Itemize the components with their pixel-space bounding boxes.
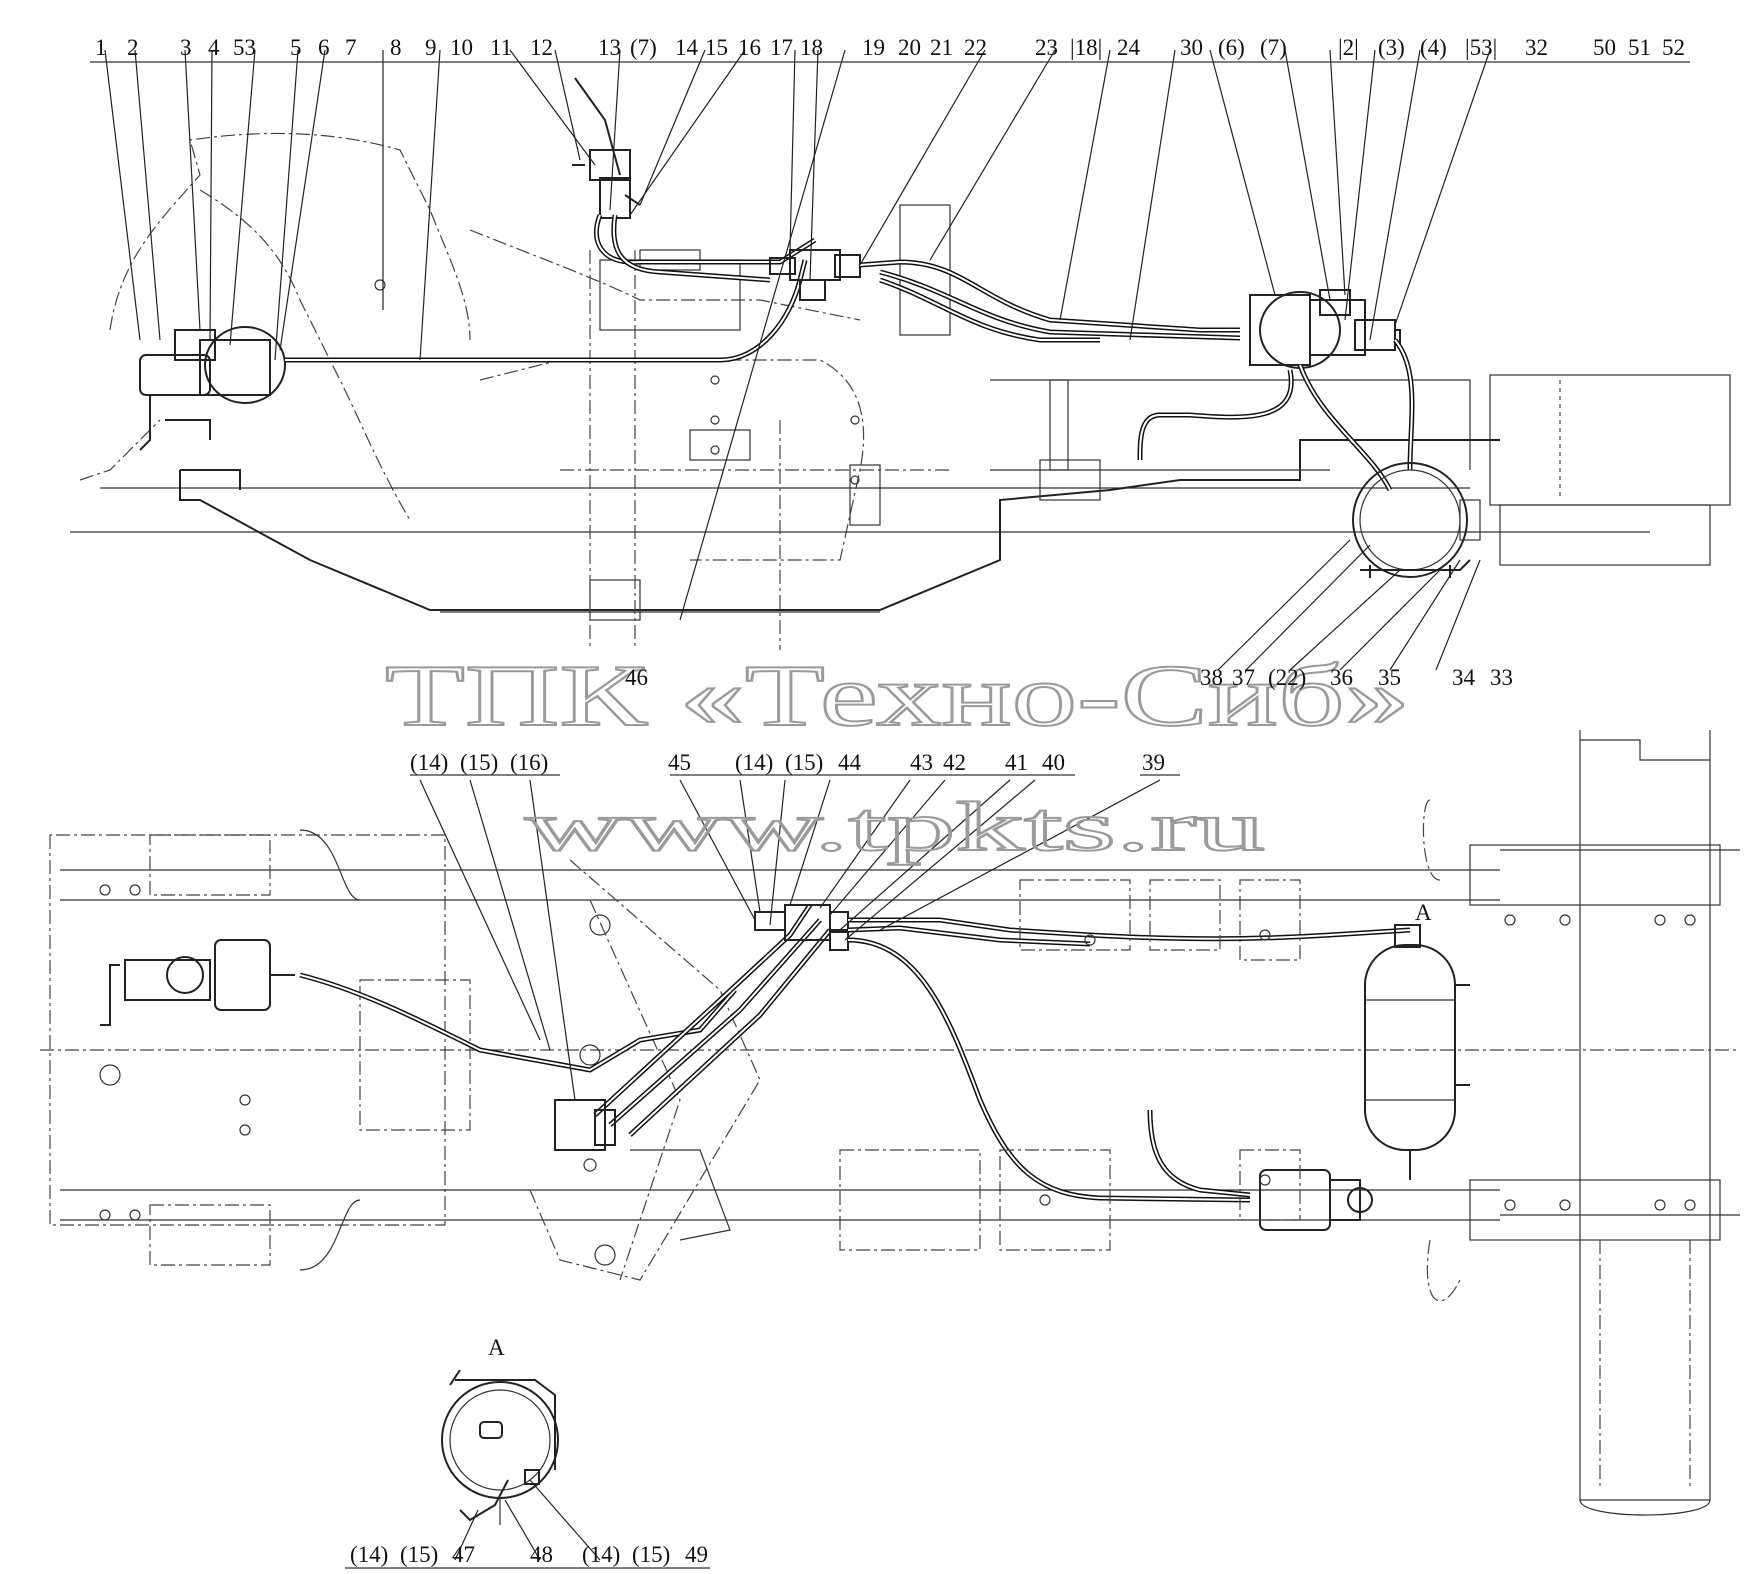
- callout-label: 18: [800, 35, 823, 60]
- callout-label: 44: [838, 750, 862, 775]
- callout-label: (15): [785, 750, 823, 775]
- callout-label: 8: [390, 35, 402, 60]
- callout-label: 13: [598, 35, 621, 60]
- callout-label: 12: [530, 35, 553, 60]
- callout-label: (7): [630, 35, 657, 60]
- view-a-tank-label: A: [1415, 900, 1432, 925]
- callout-label: (3): [1378, 35, 1405, 60]
- callout-label: 34: [1452, 665, 1476, 690]
- plan-view-leaders: [410, 774, 1180, 1101]
- callout-label: 37: [1232, 665, 1255, 690]
- view-a-title: A: [488, 1335, 505, 1360]
- callout-label: 49: [685, 1542, 708, 1567]
- callout-label: 9: [425, 35, 437, 60]
- view-a-detail: [345, 1369, 710, 1569]
- booster-plan-right: [1259, 1169, 1373, 1231]
- callout-label: 47: [452, 1542, 475, 1567]
- callout-label: 15: [705, 35, 728, 60]
- callout-label: 32: [1525, 35, 1548, 60]
- booster-plan-left: [100, 939, 295, 1026]
- callout-label: 20: [898, 35, 921, 60]
- plan-view: [40, 730, 1740, 1516]
- callout-label: 51: [1628, 35, 1651, 60]
- callout-label: |53|: [1465, 35, 1497, 60]
- callout-label: 40: [1042, 750, 1065, 775]
- callout-label: 39: [1142, 750, 1165, 775]
- brake-booster-left: [139, 326, 286, 451]
- callout-label: 46: [625, 665, 648, 690]
- callout-label: 11: [490, 35, 512, 60]
- callout-label: 36: [1330, 665, 1353, 690]
- callout-label: 33: [1490, 665, 1513, 690]
- callout-label: 7: [345, 35, 357, 60]
- callout-label: 53: [233, 35, 256, 60]
- watermark-url: www.tpkts.ru: [525, 789, 1265, 866]
- callout-label: (15): [400, 1542, 438, 1567]
- callout-label: 10: [450, 35, 473, 60]
- callout-label: (14): [735, 750, 773, 775]
- callout-label: (14): [410, 750, 448, 775]
- callout-label: (15): [460, 750, 498, 775]
- callout-label: 16: [738, 35, 761, 60]
- callout-label: (7): [1260, 35, 1287, 60]
- callout-label: 48: [530, 1542, 553, 1567]
- callout-label: |18|: [1070, 35, 1102, 60]
- air-tank-plan: [1364, 924, 1470, 1180]
- callout-label: (6): [1218, 35, 1245, 60]
- brake-valve-pedal: [572, 77, 641, 219]
- callout-label: 6: [318, 35, 330, 60]
- watermark: ТПК «Техно-Сиб» www.tpkts.ru: [384, 647, 1411, 867]
- callout-label: 38: [1200, 665, 1223, 690]
- callout-label: 3: [180, 35, 192, 60]
- callout-label: (14): [350, 1542, 388, 1567]
- callout-label: 50: [1593, 35, 1616, 60]
- callout-label: 45: [668, 750, 691, 775]
- callout-label: 24: [1117, 35, 1141, 60]
- callout-label: 23: [1035, 35, 1058, 60]
- callout-label: 42: [943, 750, 966, 775]
- callout-label: 1: [95, 35, 107, 60]
- air-tank-end-view: [1352, 462, 1481, 578]
- callout-label: (14): [582, 1542, 620, 1567]
- callout-label: (15): [632, 1542, 670, 1567]
- callout-label: 22: [964, 35, 987, 60]
- callout-label: 17: [770, 35, 793, 60]
- callout-label: |2|: [1338, 35, 1359, 60]
- callout-label: (22): [1268, 665, 1306, 690]
- callout-label: 2: [127, 35, 139, 60]
- watermark-company: ТПК «Техно-Сиб»: [385, 648, 1410, 745]
- valve-block-plan: [754, 904, 849, 951]
- callout-label: 43: [910, 750, 933, 775]
- callout-label: (16): [510, 750, 548, 775]
- callout-label: 52: [1662, 35, 1685, 60]
- callout-label: 5: [290, 35, 302, 60]
- callout-label: 41: [1005, 750, 1028, 775]
- valve-block: [769, 249, 861, 301]
- callout-label: 4: [208, 35, 220, 60]
- brake-booster-right: [1249, 289, 1401, 369]
- side-view-leaders: [104, 49, 1491, 671]
- side-view: [70, 77, 1731, 650]
- callout-label: 14: [675, 35, 699, 60]
- callout-label: 21: [930, 35, 953, 60]
- label-group: 1 2 3 4 53 5 6 7 8 9 10 11 12 13 (7) 14 …: [95, 35, 1685, 1567]
- callout-label: (4): [1420, 35, 1447, 60]
- callout-label: 30: [1180, 35, 1203, 60]
- brake-valve-plan: [554, 1099, 616, 1172]
- callout-label: 19: [862, 35, 885, 60]
- callout-label: 35: [1378, 665, 1401, 690]
